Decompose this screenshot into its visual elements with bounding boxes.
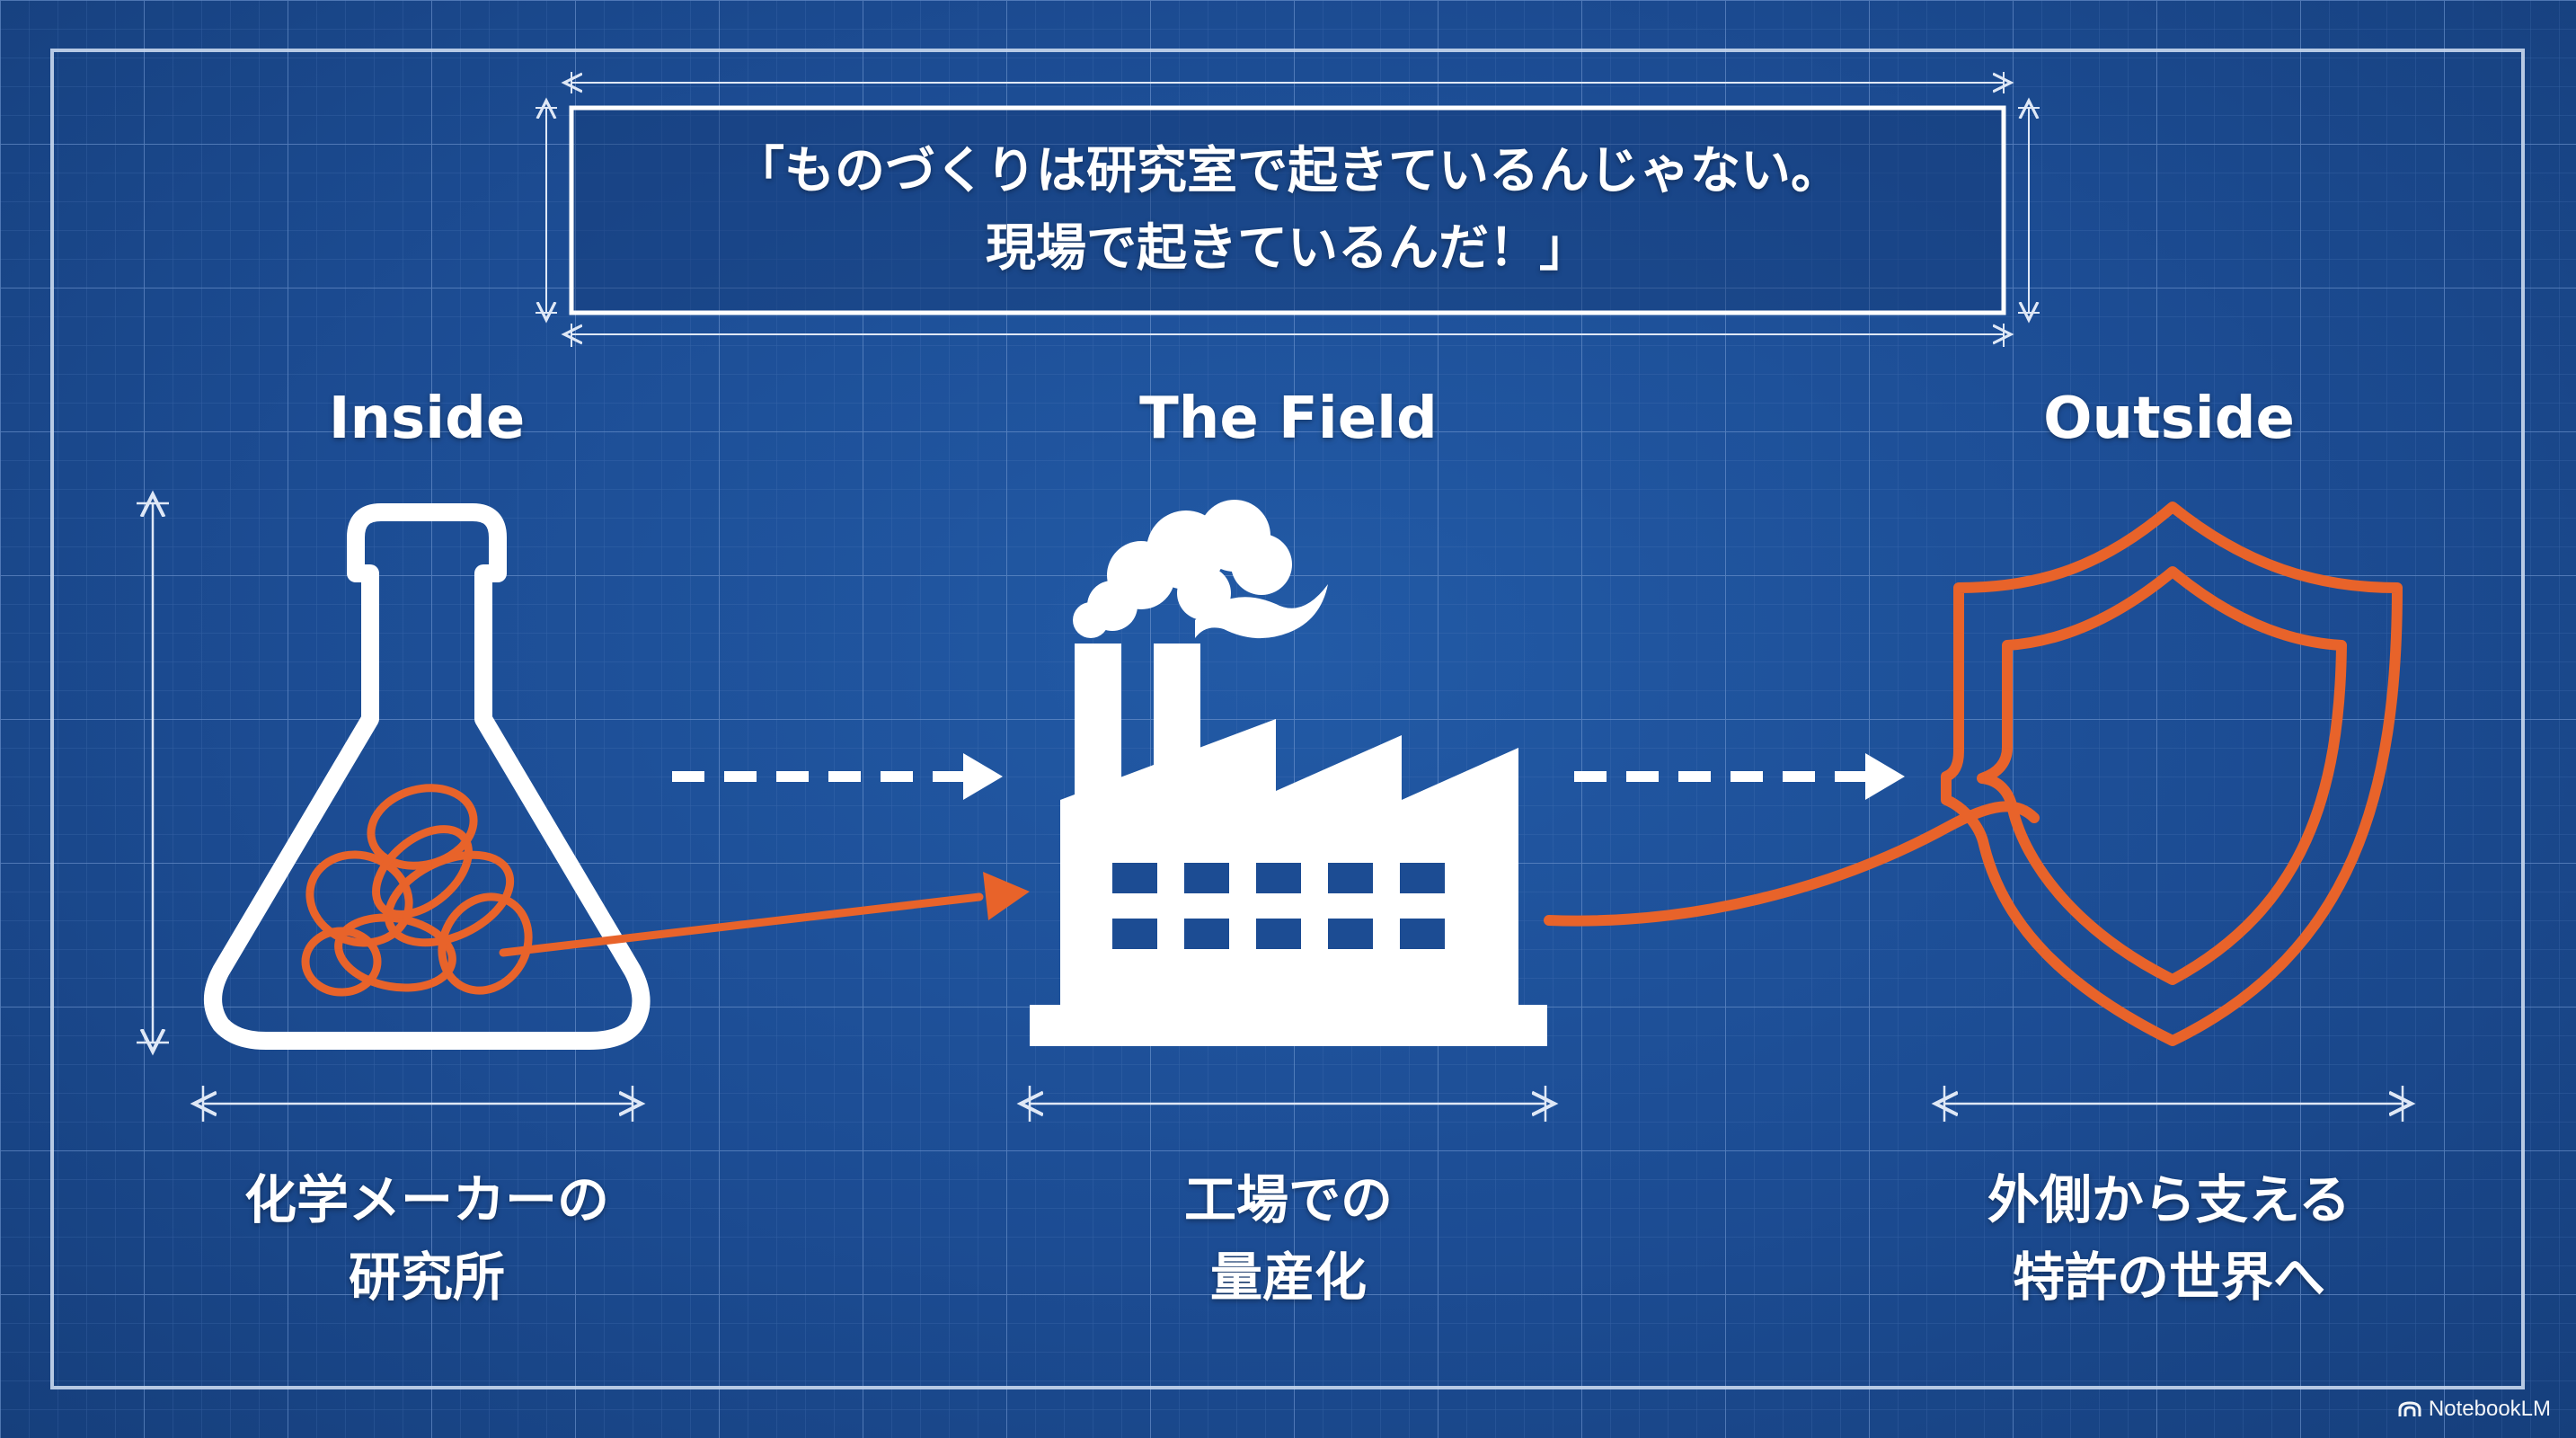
flow-arrow-inside-to-field	[499, 872, 1030, 957]
quote-box-frame	[536, 72, 2040, 347]
caption-outside-line-2: 特許の世界へ	[2012, 1247, 2325, 1308]
flask-icon	[204, 503, 651, 1050]
flask-width-dimension	[203, 1086, 633, 1122]
column-caption-field: 工場での 量産化	[1019, 1161, 1558, 1316]
quote-text: 「ものづくりは研究室で起きているんじゃない。 現場で起きているんだ！」	[571, 108, 2004, 313]
brand-watermark: NotebookLM	[2398, 1397, 2551, 1422]
factory-width-dimension	[1030, 1086, 1545, 1122]
quote-line-2: 現場で起きているんだ！」	[986, 219, 1589, 278]
dashed-arrow-1	[672, 753, 1003, 800]
flask-height-dimension	[137, 503, 169, 1043]
column-title-outside: Outside	[2043, 386, 2295, 452]
quote-line-1: 「ものづくりは研究室で起きているんじゃない。	[734, 142, 1841, 200]
outer-frame	[50, 49, 2525, 1389]
brand-name: NotebookLM	[2428, 1397, 2551, 1421]
notebooklm-logo-icon	[2398, 1401, 2421, 1416]
caption-outside-line-1: 外側から支える	[1987, 1169, 2351, 1230]
caption-inside-line-1: 化学メーカーの	[243, 1169, 609, 1230]
column-title-field: The Field	[1139, 386, 1438, 452]
column-title-inside: Inside	[328, 386, 526, 452]
caption-field-line-2: 量産化	[1209, 1247, 1367, 1308]
shield-width-dimension	[1944, 1086, 2403, 1122]
caption-inside-line-2: 研究所	[348, 1247, 505, 1308]
factory-icon	[1030, 500, 1547, 1046]
column-caption-outside: 外側から支える 特許の世界へ	[1881, 1161, 2456, 1316]
shield-icon	[1544, 502, 2403, 1046]
column-caption-inside: 化学メーカーの 研究所	[148, 1161, 705, 1316]
caption-field-line-1: 工場での	[1183, 1169, 1393, 1230]
dashed-arrow-2	[1574, 753, 1905, 800]
